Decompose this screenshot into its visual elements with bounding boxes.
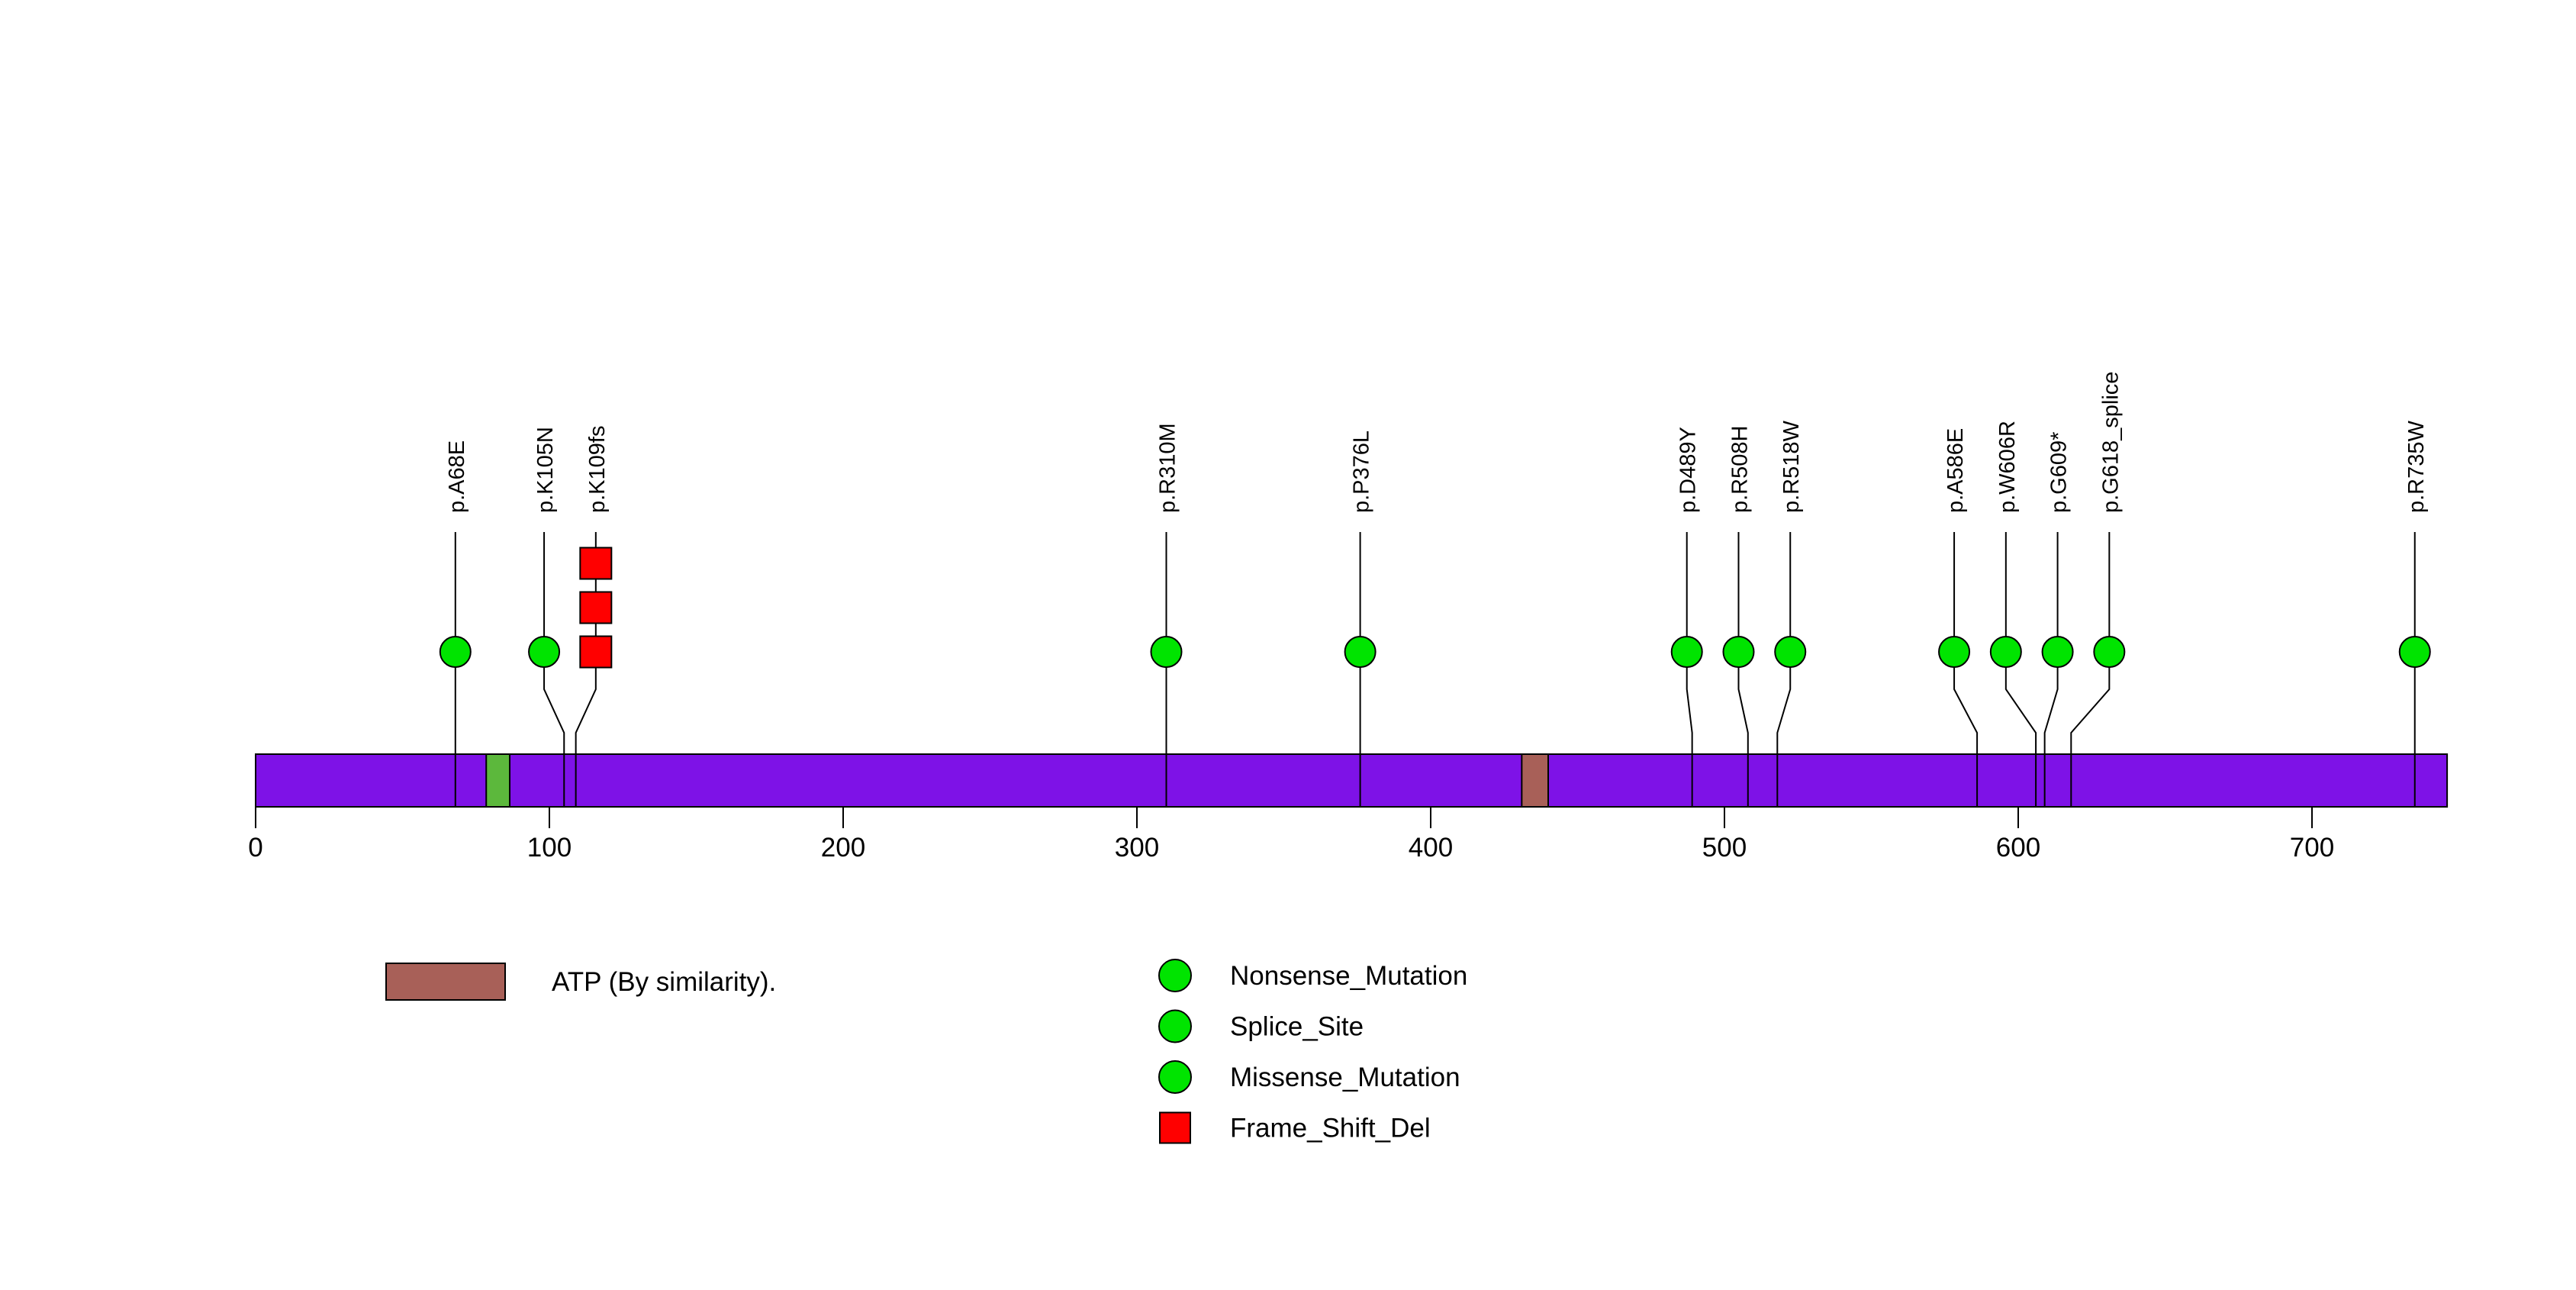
mutation-label: p.A68E bbox=[445, 440, 469, 513]
mutation-stem bbox=[2043, 532, 2059, 806]
mutation-marker-circle bbox=[1722, 636, 1755, 668]
mutation-label: p.R518W bbox=[1779, 420, 1804, 513]
mutation-label: p.G609* bbox=[2047, 432, 2072, 513]
mutation-label: p.D489Y bbox=[1676, 427, 1701, 513]
mutation-label: p.K109fs bbox=[585, 426, 610, 513]
mutation-marker-circle bbox=[439, 636, 472, 668]
mutation-label: p.P376L bbox=[1350, 431, 1374, 513]
mutation-marker-circle bbox=[2041, 636, 2074, 668]
mutation-label: p.W606R bbox=[1995, 421, 2020, 513]
mutation-stem bbox=[543, 532, 565, 806]
mutation-marker-circle bbox=[1989, 636, 2022, 668]
legend-domain-label: ATP (By similarity). bbox=[552, 967, 776, 997]
mutation-label: p.R735W bbox=[2404, 420, 2429, 513]
mutation-label: p.G618_splice bbox=[2098, 372, 2123, 513]
mutation-stem bbox=[1686, 532, 1693, 806]
mutation-marker-circle bbox=[1344, 636, 1377, 668]
legend-marker-circle bbox=[1158, 1009, 1192, 1043]
mutation-marker-circle bbox=[2398, 636, 2431, 668]
legend-item-label: Missense_Mutation bbox=[1230, 1063, 1460, 1092]
axis-tick-label: 200 bbox=[821, 833, 865, 863]
legend-item-label: Frame_Shift_Del bbox=[1230, 1114, 1431, 1143]
axis-tick-label: 300 bbox=[1115, 833, 1159, 863]
mutation-label: p.R310M bbox=[1156, 423, 1180, 513]
mutation-label: p.K105N bbox=[533, 427, 558, 513]
legend-marker-circle bbox=[1158, 1060, 1192, 1094]
axis-tick-label: 100 bbox=[527, 833, 572, 863]
legend-marker-square bbox=[1159, 1111, 1191, 1144]
mutation-label: p.R508H bbox=[1728, 426, 1752, 513]
mutation-marker-circle bbox=[1670, 636, 1703, 668]
mutation-stem bbox=[1953, 532, 1979, 806]
mutation-marker-circle bbox=[2093, 636, 2126, 668]
legend-item-label: Splice_Site bbox=[1230, 1012, 1364, 1042]
domain-region bbox=[1521, 753, 1549, 808]
axis-tick-label: 500 bbox=[1702, 833, 1747, 863]
mutation-marker-square bbox=[579, 547, 613, 580]
axis-tick-label: 600 bbox=[1996, 833, 2040, 863]
mutation-stem bbox=[2004, 532, 2037, 806]
mutation-marker-circle bbox=[1150, 636, 1183, 668]
axis-tick-label: 400 bbox=[1409, 833, 1453, 863]
mutation-marker-circle bbox=[528, 636, 561, 668]
mutation-marker-square bbox=[579, 591, 613, 624]
protein-backbone-bar bbox=[255, 753, 2449, 808]
axis-tick-label: 700 bbox=[2290, 833, 2334, 863]
legend-marker-circle bbox=[1158, 959, 1192, 992]
domain-region bbox=[485, 753, 511, 808]
mutation-marker-circle bbox=[1938, 636, 1971, 668]
mutation-stem bbox=[1776, 532, 1792, 806]
mutation-stem bbox=[1737, 532, 1749, 806]
mutation-marker-square bbox=[579, 635, 613, 669]
legend-item-label: Nonsense_Mutation bbox=[1230, 961, 1467, 991]
legend-domain-swatch bbox=[385, 963, 506, 1001]
mutation-stem bbox=[2070, 532, 2111, 806]
mutation-label: p.A586E bbox=[1943, 428, 1968, 513]
axis-tick-label: 0 bbox=[248, 833, 262, 863]
mutation-marker-circle bbox=[1774, 636, 1807, 668]
